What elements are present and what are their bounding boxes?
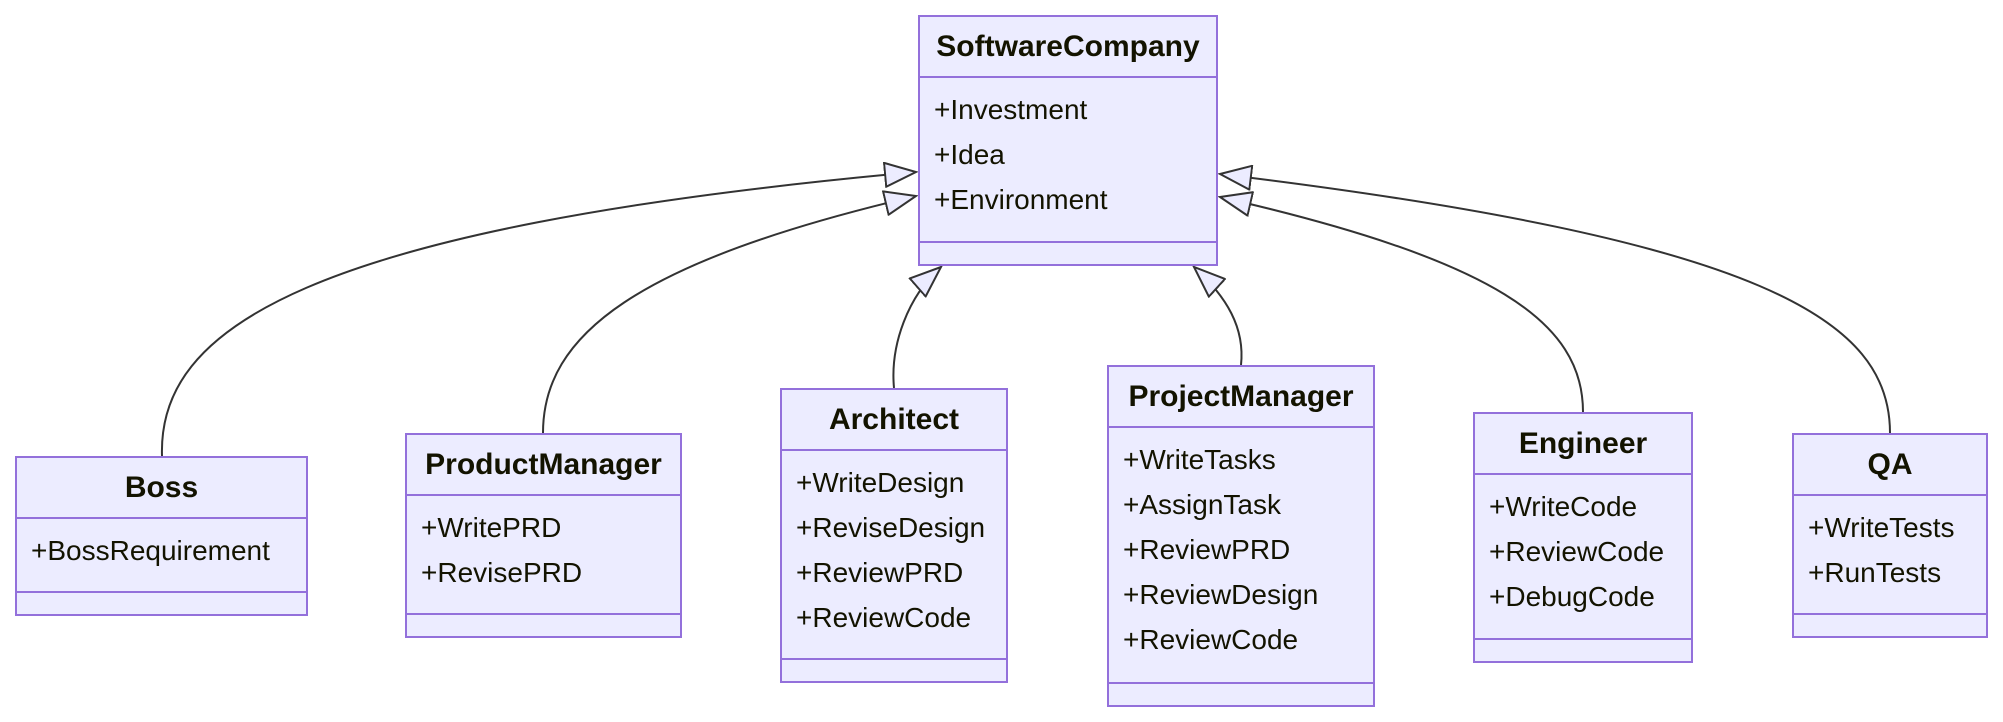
- class-box-engineer: Engineer +WriteCode +ReviewCode +DebugCo…: [1473, 412, 1693, 663]
- class-box-productmanager: ProductManager +WritePRD +RevisePRD: [405, 433, 682, 638]
- class-attribute: +WritePRD: [421, 512, 562, 543]
- edge-projectmanager-inherits-softwarecompany: [1194, 267, 1243, 366]
- class-attribute: +RevisePRD: [421, 557, 583, 588]
- class-box-qa: QA +WriteTests +RunTests: [1792, 433, 1988, 638]
- edge-productmanager-inherits-softwarecompany: [542, 196, 916, 434]
- class-attribute: +ReviseDesign: [796, 512, 986, 543]
- class-title: Boss: [17, 458, 306, 519]
- class-attribute: +WriteCode: [1489, 491, 1638, 522]
- class-box-boss: Boss +BossRequirement: [15, 456, 308, 616]
- class-attribute: +Idea: [934, 139, 1005, 170]
- class-attribute: +WriteDesign: [796, 467, 965, 498]
- class-attributes: +BossRequirement: [17, 519, 306, 591]
- class-attribute: +BossRequirement: [31, 535, 270, 566]
- class-box-softwarecompany: SoftwareCompany +Investment +Idea +Envir…: [918, 15, 1218, 266]
- class-attribute: +ReviewPRD: [1123, 534, 1291, 565]
- class-title: QA: [1794, 435, 1986, 496]
- edge-boss-inherits-softwarecompany: [160, 172, 916, 457]
- class-attribute: +WriteTests: [1808, 512, 1955, 543]
- class-attributes: +WriteTests +RunTests: [1794, 496, 1986, 613]
- class-attributes: +Investment +Idea +Environment: [920, 78, 1216, 241]
- class-attribute: +DebugCode: [1489, 581, 1655, 612]
- edge-engineer-inherits-softwarecompany: [1220, 197, 1584, 413]
- class-attribute: +RunTests: [1808, 557, 1942, 588]
- class-attribute: +ReviewDesign: [1123, 579, 1319, 610]
- class-attribute: +ReviewCode: [1123, 624, 1299, 655]
- class-title: Engineer: [1475, 414, 1691, 475]
- class-attribute: +ReviewPRD: [796, 557, 964, 588]
- class-attribute: +ReviewCode: [1489, 536, 1665, 567]
- class-methods-empty: [1109, 682, 1373, 705]
- class-attributes: +WriteDesign +ReviseDesign +ReviewPRD +R…: [782, 451, 1006, 658]
- class-attribute: +Environment: [934, 184, 1108, 215]
- class-methods-empty: [1794, 613, 1986, 636]
- class-methods-empty: [782, 658, 1006, 681]
- class-attributes: +WriteCode +ReviewCode +DebugCode: [1475, 475, 1691, 638]
- class-box-architect: Architect +WriteDesign +ReviseDesign +Re…: [780, 388, 1008, 683]
- class-title: Architect: [782, 390, 1006, 451]
- edge-qa-inherits-softwarecompany: [1220, 174, 1891, 434]
- class-attribute: +Investment: [934, 94, 1088, 125]
- class-methods-empty: [17, 591, 306, 614]
- class-title: ProductManager: [407, 435, 680, 496]
- class-attributes: +WritePRD +RevisePRD: [407, 496, 680, 613]
- class-methods-empty: [920, 241, 1216, 264]
- class-attribute: +ReviewCode: [796, 602, 972, 633]
- edge-architect-inherits-softwarecompany: [892, 267, 941, 389]
- class-title: ProjectManager: [1109, 367, 1373, 428]
- class-attribute: +AssignTask: [1123, 489, 1281, 520]
- class-title: SoftwareCompany: [920, 17, 1216, 78]
- class-attributes: +WriteTasks +AssignTask +ReviewPRD +Revi…: [1109, 428, 1373, 682]
- class-methods-empty: [1475, 638, 1691, 661]
- class-box-projectmanager: ProjectManager +WriteTasks +AssignTask +…: [1107, 365, 1375, 707]
- class-attribute: +WriteTasks: [1123, 444, 1276, 475]
- class-methods-empty: [407, 613, 680, 636]
